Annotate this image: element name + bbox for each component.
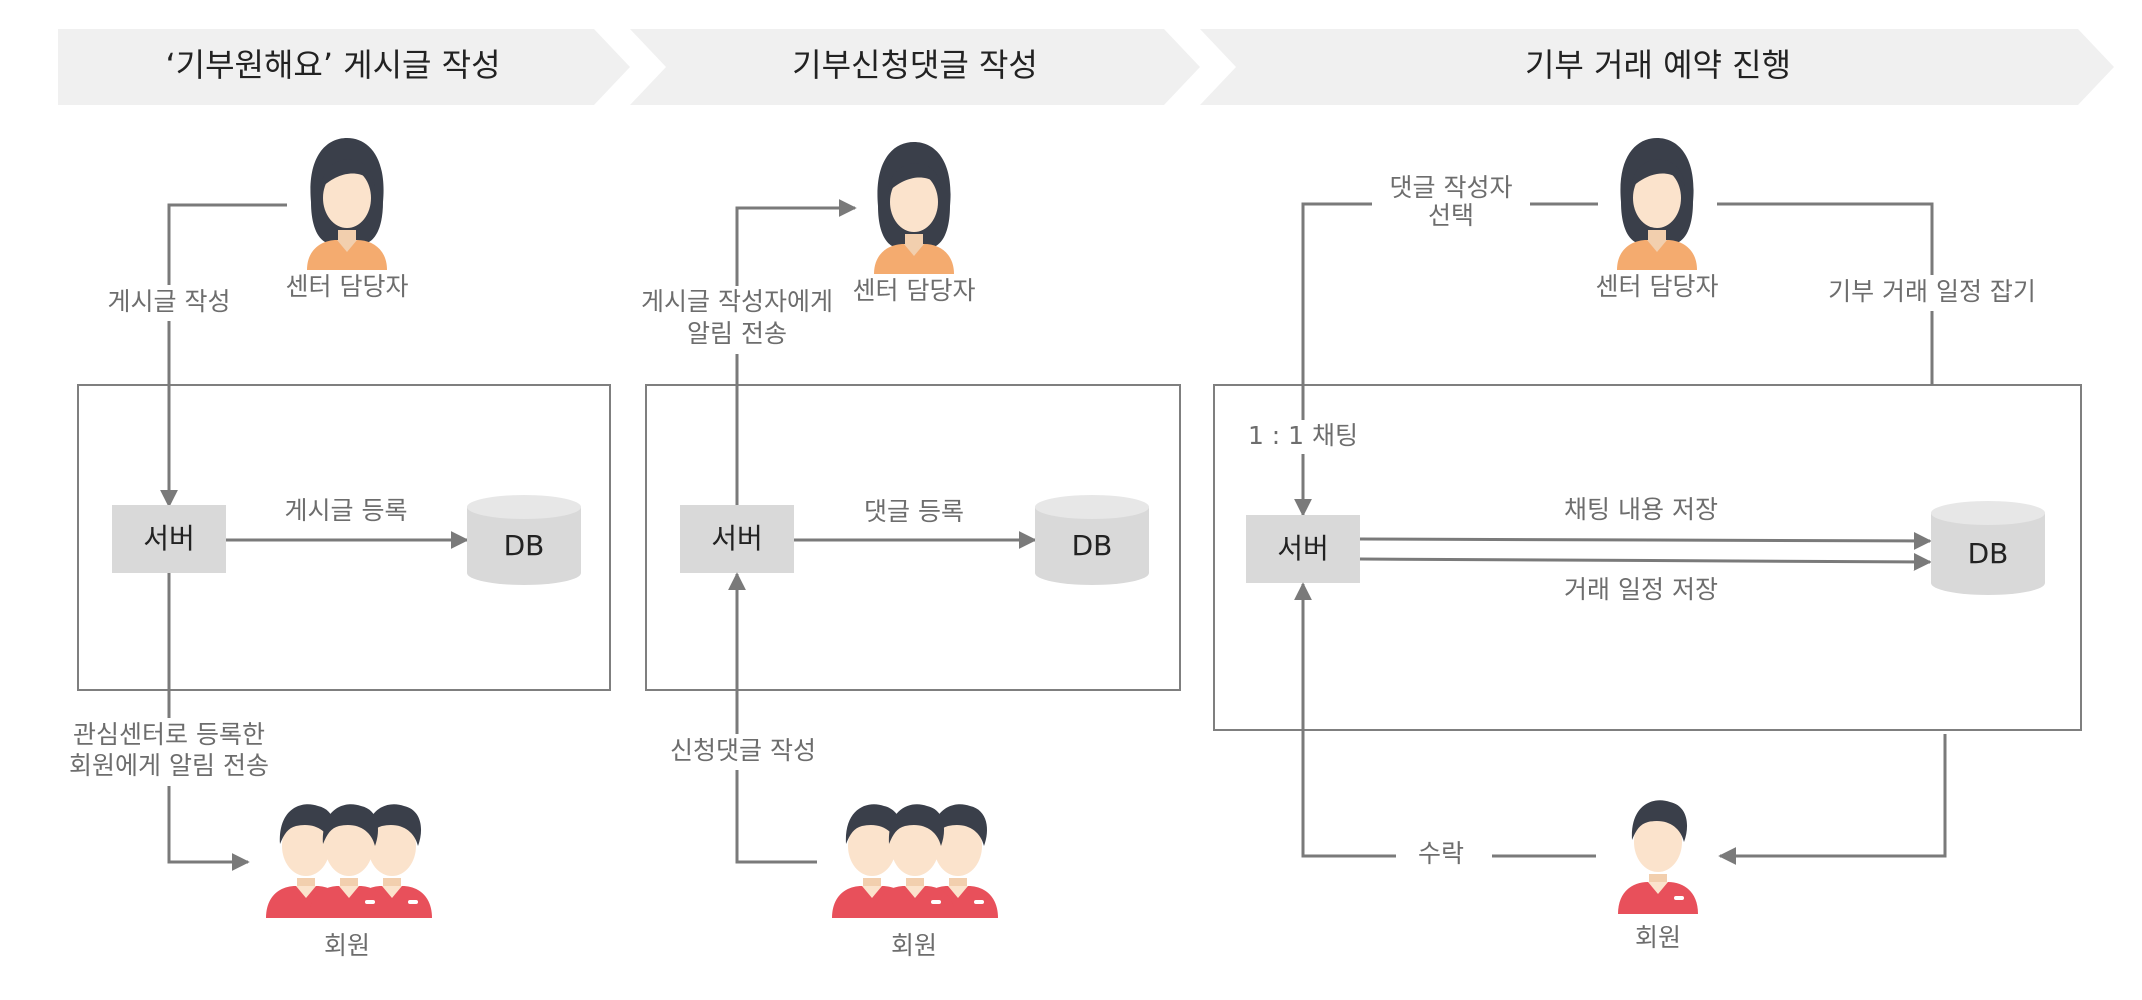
member-group-icon	[266, 804, 432, 918]
stage-2-notify-line1: 게시글 작성자에게	[641, 287, 833, 316]
stage-1-db-label: DB	[504, 529, 545, 562]
banner-stage-2: 기부신청댓글 작성	[630, 29, 1200, 105]
stage-3-accept-edge	[1294, 582, 1596, 858]
stage-3-schedule-save-edge	[1359, 552, 1932, 571]
banner-stage-1: ‘기부원해요’ 게시글 작성	[58, 29, 630, 105]
stage-2-db-node	[1035, 495, 1149, 585]
stage-1-notify-line1: 관심센터로 등록한	[73, 720, 265, 749]
center-staff-icon	[307, 138, 387, 270]
stage-3-db-node	[1931, 501, 2045, 595]
member-icon	[1618, 800, 1698, 914]
center-staff-icon	[1617, 138, 1697, 270]
stage-3-server-node	[1246, 515, 1360, 583]
stage-1-notify-line2: 회원에게 알림 전송	[69, 751, 269, 780]
stage-3-chat-save-label: 채팅 내용 저장	[1564, 495, 1718, 524]
stage-2-notify-line2: 알림 전송	[687, 319, 787, 348]
stage-2-panel: 센터 담당자 게시글 작성자에게 알림 전송 서버 댓글 등록 DB 신청댓글 …	[626, 142, 1181, 960]
stage-1-post-label: 게시글 작성	[108, 287, 231, 316]
stage-2-register-label: 댓글 등록	[864, 497, 964, 526]
stage-3-accept-label: 수락	[1418, 839, 1464, 868]
stage-1-title: ‘기부원해요’ 게시글 작성	[165, 46, 500, 84]
stage-3-schedule-edge	[1717, 202, 1934, 385]
stage-2-db-label: DB	[1072, 529, 1113, 562]
stage-3-panel: 센터 담당자 댓글 작성자 선택 1 : 1 채팅 기부 거래 일정 잡기 서버…	[1213, 138, 2082, 952]
stage-3-chat-save-edge	[1359, 531, 1932, 550]
stage-2-staff-label: 센터 담당자	[853, 276, 976, 305]
stage-3-select-line2: 선택	[1428, 201, 1474, 230]
stage-2-system-frame	[645, 384, 1181, 691]
stage-3-schedule-save-label: 거래 일정 저장	[1564, 575, 1718, 604]
stage-1-staff-label: 센터 담당자	[286, 272, 409, 301]
stage-1-member-label: 회원	[324, 931, 370, 960]
stage-1-panel: 센터 담당자 게시글 작성 서버 게시글 등록 DB 관심센터로 등록한 회원에…	[60, 138, 611, 960]
stage-2-server-node	[680, 505, 794, 573]
stage-1-post-edge	[160, 203, 287, 508]
stage-3-schedule-label: 기부 거래 일정 잡기	[1828, 277, 2036, 306]
stage-1-server-label: 서버	[143, 522, 195, 555]
stage-1-notify-edge	[167, 573, 250, 871]
stage-3-select-edge	[1294, 202, 1598, 517]
stage-3-server-label: 서버	[1277, 532, 1329, 565]
stage-2-server-label: 서버	[711, 522, 763, 555]
stage-2-notify-edge	[735, 199, 857, 505]
stage-2-comment-edge	[728, 572, 817, 864]
stage-3-chat-label: 1 : 1 채팅	[1248, 421, 1358, 450]
stage-2-comment-label: 신청댓글 작성	[670, 736, 816, 765]
stage-2-title: 기부신청댓글 작성	[792, 46, 1038, 84]
stage-1-db-node	[467, 495, 581, 585]
stage-1-server-node	[112, 505, 226, 573]
stage-3-db-label: DB	[1968, 537, 2009, 570]
banner-stage-3: 기부 거래 예약 진행	[1200, 29, 2114, 105]
stage-3-member-label: 회원	[1635, 923, 1681, 952]
stage-3-select-line1: 댓글 작성자	[1390, 173, 1513, 202]
stage-3-staff-label: 센터 담당자	[1596, 272, 1719, 301]
stage-3-system-frame	[1213, 384, 2082, 731]
stage-1-register-label: 게시글 등록	[285, 496, 408, 525]
stage-2-member-label: 회원	[891, 931, 937, 960]
center-staff-icon	[874, 142, 954, 274]
stage-1-system-frame	[77, 384, 611, 691]
stage-3-title: 기부 거래 예약 진행	[1525, 46, 1791, 84]
member-group-icon	[832, 804, 998, 918]
stage-3-request-edge	[1718, 734, 1947, 865]
